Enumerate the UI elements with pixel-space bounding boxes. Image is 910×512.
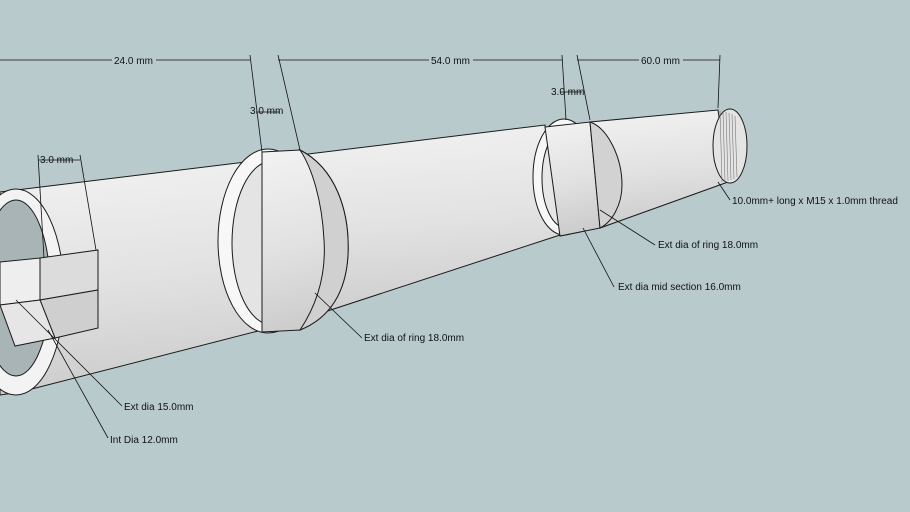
dim-3-ring-right-label: 3.0 mm bbox=[551, 87, 584, 98]
ring-left-callout: Ext dia of ring 18.0mm bbox=[364, 333, 464, 344]
tube-body bbox=[0, 159, 263, 396]
ring-right-callout: Ext dia of ring 18.0mm bbox=[658, 240, 758, 251]
int-dia-callout: Int Dia 12.0mm bbox=[110, 435, 178, 446]
right-ring bbox=[532, 118, 623, 237]
dimension-labels: 24.0 mm 54.0 mm 60.0 mm 3.0 mm 3.0 mm 3.… bbox=[40, 54, 683, 166]
mid-section-callout: Ext dia mid section 16.0mm bbox=[618, 282, 741, 293]
thread-callout: 10.0mm+ long x M15 x 1.0mm thread bbox=[732, 196, 898, 207]
left-ring bbox=[217, 148, 349, 334]
dim-54-label: 54.0 mm bbox=[431, 56, 470, 67]
dim-24-label: 24.0 mm bbox=[114, 56, 153, 67]
dim-3-slot-label: 3.0 mm bbox=[40, 155, 73, 166]
open-end bbox=[0, 188, 99, 396]
dim-3-ring-left-label: 3.0 mm bbox=[250, 106, 283, 117]
thread-lines bbox=[719, 110, 738, 183]
dim-60-label: 60.0 mm bbox=[641, 56, 680, 67]
callout-labels: 10.0mm+ long x M15 x 1.0mm thread Ext di… bbox=[110, 196, 898, 446]
ext-dia-callout: Ext dia 15.0mm bbox=[124, 402, 193, 413]
